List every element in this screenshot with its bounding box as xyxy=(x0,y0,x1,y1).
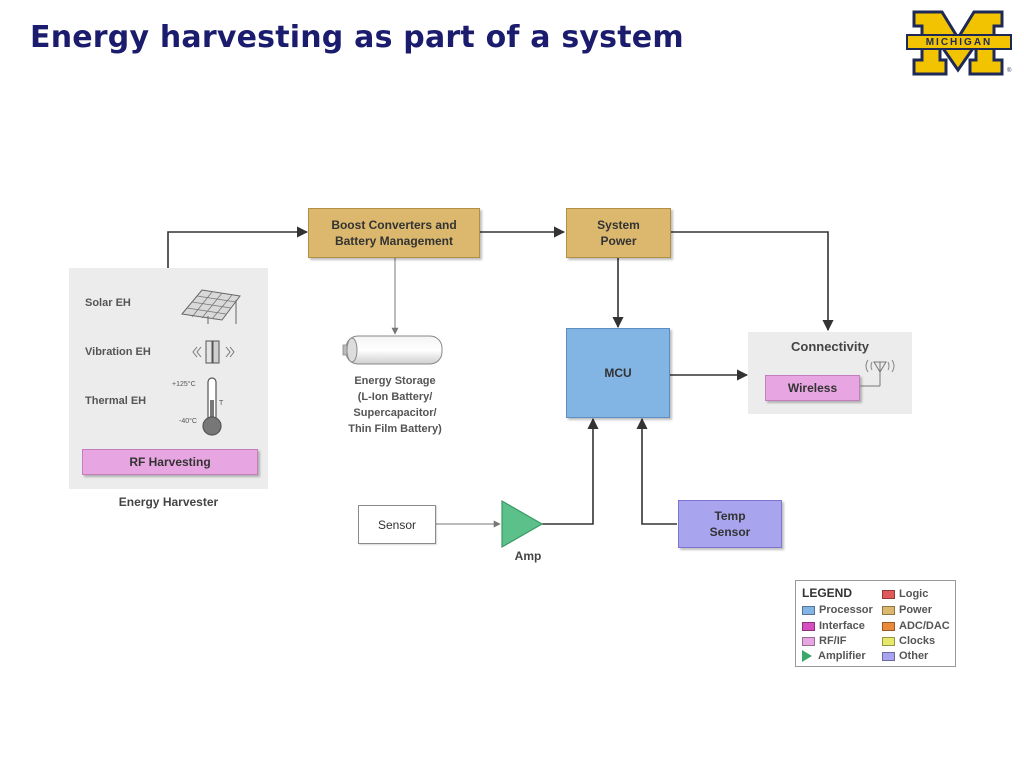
energy-storage-caption: Energy Storage (L-Ion Battery/ Supercapa… xyxy=(322,373,468,437)
rfif-swatch xyxy=(802,636,815,646)
temp-high-label: +125°C xyxy=(172,381,196,388)
amp-label: Amp xyxy=(514,549,542,563)
vibration-icon xyxy=(192,340,235,364)
temp-sensor-line2: Sensor xyxy=(709,525,751,539)
other-swatch xyxy=(882,651,895,661)
system-power-line2: Power xyxy=(600,234,637,248)
logic-swatch xyxy=(882,589,895,599)
legend-item-rfif: RF/IF xyxy=(802,635,847,647)
power-to-connectivity-arrow xyxy=(671,231,834,332)
amp-triangle-icon xyxy=(501,499,544,549)
battery-icon xyxy=(342,335,443,365)
legend-label-processor: Processor xyxy=(819,604,873,616)
legend-title: LEGEND xyxy=(802,586,853,600)
temp-mark-label: T xyxy=(219,400,224,407)
boost-converters-line1: Boost Converters and xyxy=(331,218,457,232)
thermal-eh-label: Thermal EH xyxy=(85,395,147,407)
clocks-swatch xyxy=(882,636,895,646)
rf-harvesting-box: RF Harvesting xyxy=(82,449,258,475)
legend-item-adcdac: ADC/DAC xyxy=(882,620,950,632)
connectivity-title: Connectivity xyxy=(790,339,869,354)
legend-item-processor: Processor xyxy=(802,604,873,616)
temp-sensor-box: Temp Sensor xyxy=(678,500,782,548)
legend-label-clocks: Clocks xyxy=(899,635,936,647)
boost-converters-line2: Battery Management xyxy=(334,234,453,248)
energy-storage-line4: Thin Film Battery) xyxy=(348,423,442,435)
legend-item-power: Power xyxy=(882,604,932,616)
harvester-to-boost-arrow xyxy=(167,226,309,268)
mcu-box: MCU xyxy=(566,328,670,418)
registered-mark: ® xyxy=(1007,68,1012,74)
system-power-box: System Power xyxy=(566,208,671,258)
legend-item-other: Other xyxy=(882,650,928,662)
legend-label-rfif: RF/IF xyxy=(819,635,847,647)
temp-low-label: -40°C xyxy=(179,418,197,425)
legend-label-logic: Logic xyxy=(899,588,929,600)
boost-converters-box: Boost Converters and Battery Management xyxy=(308,208,480,258)
legend-item-interface: Interface xyxy=(802,620,865,632)
wireless-box: Wireless xyxy=(765,375,860,401)
temp-sensor-line1: Temp xyxy=(714,509,746,523)
thermometer-icon xyxy=(202,377,222,436)
legend-label-interface: Interface xyxy=(819,620,865,632)
legend-label-power: Power xyxy=(899,604,933,616)
legend: LEGEND Processor Interface RF/IF Amplifi… xyxy=(795,580,956,667)
legend-label-other: Other xyxy=(899,650,929,662)
antenna-icon xyxy=(860,359,895,387)
solar-eh-label: Solar EH xyxy=(85,297,131,309)
amplifier-triangle-icon xyxy=(802,650,812,662)
legend-item-logic: Logic xyxy=(882,588,928,600)
legend-label-amplifier: Amplifier xyxy=(818,650,866,662)
vibration-eh-label: Vibration EH xyxy=(85,346,151,358)
michigan-logo: MICHIGAN ® xyxy=(906,8,1016,78)
system-power-line1: System xyxy=(597,218,640,232)
amp-to-mcu-arrow xyxy=(542,417,599,525)
energy-storage-line3: Supercapacitor/ xyxy=(353,407,437,419)
interface-swatch xyxy=(802,621,815,631)
energy-storage-line2: (L-Ion Battery/ xyxy=(357,391,433,403)
sensor-box: Sensor xyxy=(358,505,436,544)
energy-harvester-caption: Energy Harvester xyxy=(118,495,219,509)
legend-item-amplifier: Amplifier xyxy=(802,650,866,662)
processor-swatch xyxy=(802,605,815,615)
power-swatch xyxy=(882,605,895,615)
logo-wordmark: MICHIGAN xyxy=(906,34,1012,50)
legend-item-clocks: Clocks xyxy=(882,635,935,647)
adcdac-swatch xyxy=(882,621,895,631)
legend-label-adcdac: ADC/DAC xyxy=(899,620,950,632)
temp-to-mcu-arrow xyxy=(636,417,677,525)
slide-title: Energy harvesting as part of a system xyxy=(30,20,684,55)
energy-storage-line1: Energy Storage xyxy=(354,375,436,387)
solar-panel-icon xyxy=(181,289,241,324)
